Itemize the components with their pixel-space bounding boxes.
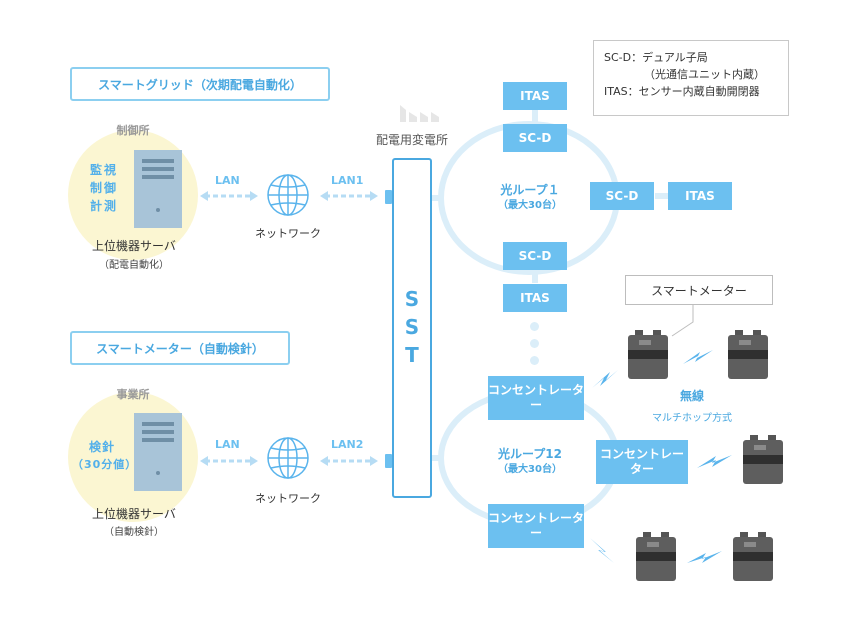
function-meter-read: 検針 [88, 440, 115, 454]
sst-letter-1: S [404, 287, 420, 311]
office-label: 事業所 [116, 388, 150, 401]
meter-icon [733, 532, 773, 581]
control-functions: 監視 制御 計測 [84, 161, 124, 215]
globe-icon-top [267, 174, 309, 216]
globe-icon-bottom [267, 437, 309, 479]
itas-node-bottom: ITAS [503, 284, 567, 312]
itas-node-right: ITAS [668, 182, 732, 210]
itas-node-top: ITAS [503, 82, 567, 110]
function-interval: （30分値） [72, 458, 138, 471]
scd-node-right: SC-D [590, 182, 654, 210]
server-label-bottom: 上位機器サーバ [92, 507, 176, 521]
loop1-title: 光ループ１ [500, 183, 560, 197]
meter-icon [636, 532, 676, 581]
server-sub-bottom: （自動検針） [104, 527, 164, 538]
loop12-title: 光ループ12 [498, 447, 562, 461]
meter-icon [728, 330, 768, 379]
lan-label-top-left: LAN [215, 174, 240, 187]
ellipsis-dot [530, 339, 539, 348]
server-label-top: 上位機器サーバ [92, 239, 176, 253]
meter-icon [628, 330, 668, 379]
section-smart-meter: スマートメーター（自動検針） [70, 331, 290, 365]
legend-scd-note: （光通信ユニット内蔵） [644, 68, 765, 81]
loop12-label: 光ループ12 （最大30台） [480, 447, 580, 477]
concentrator-right: コンセントレーター [596, 440, 688, 484]
ellipsis-dot [530, 322, 539, 331]
sst-port-lan1 [385, 190, 392, 204]
legend-scd: SC-D：デュアル子局 [604, 51, 708, 64]
loop12-sub: （最大30台） [498, 464, 562, 475]
control-center-label: 制御所 [116, 124, 150, 137]
sst-letter-3: T [405, 343, 419, 367]
smart-meter-callout: スマートメーター [625, 275, 773, 305]
server-sub-top: （配電自動化） [99, 260, 169, 271]
legend-itas: ITAS：センサー内蔵自動開閉器 [604, 85, 760, 98]
wireless-signals [590, 350, 732, 563]
sst-letter-2: S [404, 315, 420, 339]
concentrator-top: コンセントレーター [488, 376, 584, 420]
scd-node-top: SC-D [503, 124, 567, 152]
concentrator-bottom: コンセントレーター [488, 504, 584, 548]
function-measure: 計測 [89, 199, 118, 213]
network-label-top: ネットワーク [255, 227, 321, 240]
server-icon [134, 413, 182, 491]
wireless-sub: マルチホップ方式 [652, 413, 732, 424]
scd-node-bottom: SC-D [503, 242, 567, 270]
loop1-label: 光ループ１ （最大30台） [480, 183, 580, 213]
ellipsis-dot [530, 356, 539, 365]
meter-icon [743, 435, 783, 484]
wireless-label: 無線 マルチホップ方式 [632, 387, 752, 424]
sst-port-lan2 [385, 454, 392, 468]
wireless-title: 無線 [679, 389, 704, 403]
function-control: 制御 [89, 181, 118, 195]
network-label-bottom: ネットワーク [255, 492, 321, 505]
office-functions: 検針 （30分値） [72, 438, 138, 474]
function-monitor: 監視 [89, 163, 118, 177]
lan-label-top-right: LAN1 [331, 174, 364, 187]
server-icon [134, 150, 182, 228]
section-smart-grid: スマートグリッド（次期配電自動化） [70, 67, 330, 101]
sst-unit: S S T [392, 158, 432, 498]
substation-label: 配電用変電所 [375, 133, 448, 147]
lan-label-bottom-left: LAN [215, 438, 240, 451]
lan-label-bottom-right: LAN2 [331, 438, 364, 451]
loop1-sub: （最大30台） [498, 200, 562, 211]
legend: SC-D：デュアル子局 （光通信ユニット内蔵） ITAS：センサー内蔵自動開閉器 [593, 40, 789, 116]
factory-icon [400, 105, 439, 122]
